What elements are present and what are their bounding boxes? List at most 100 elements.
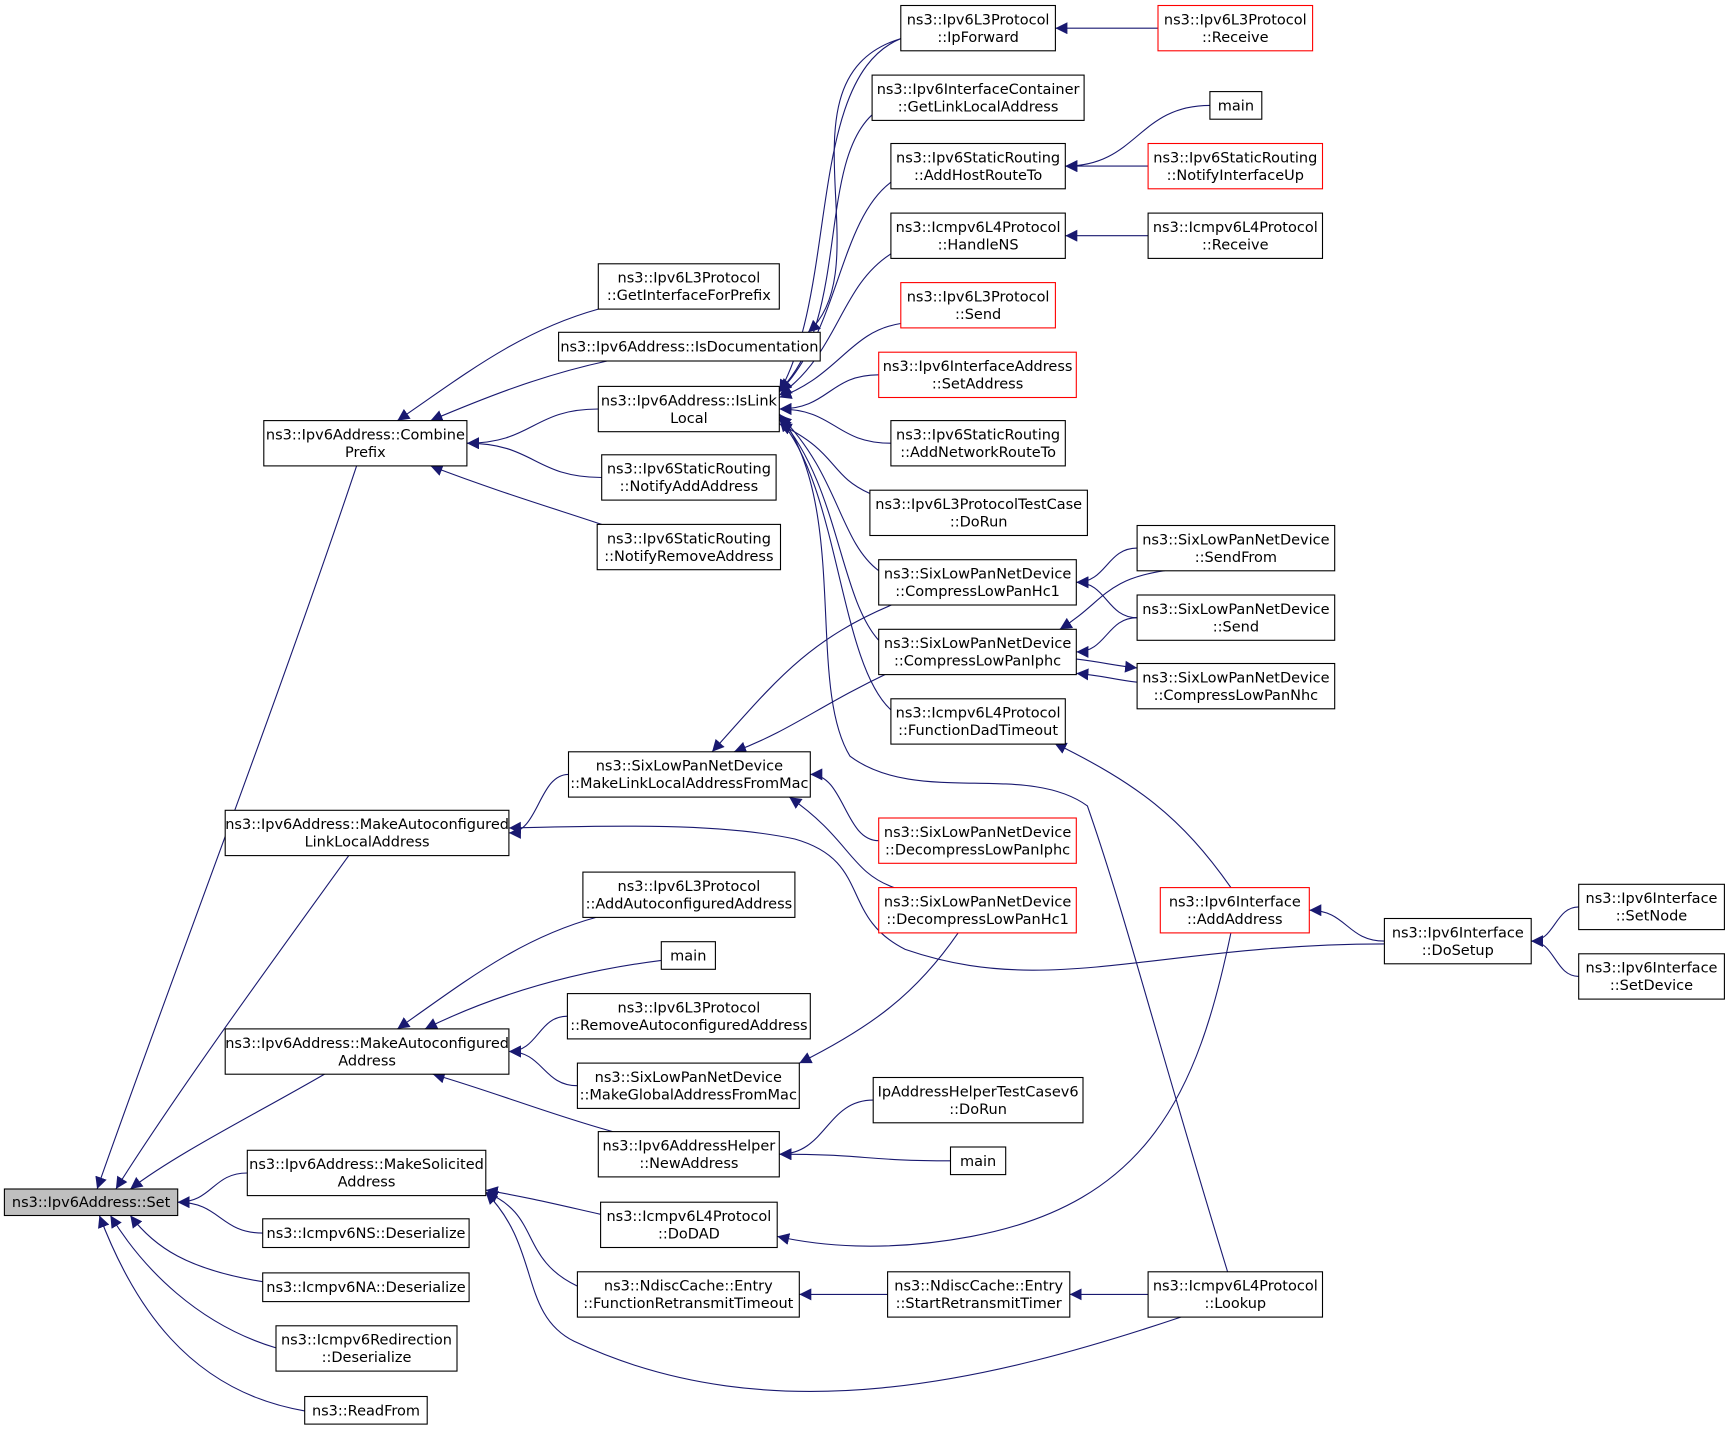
node-mkllauto[interactable]: ns3::Ipv6Address::MakeAutoconfiguredLink… <box>224 809 510 857</box>
node-frt[interactable]: ns3::NdiscCache::Entry::FunctionRetransm… <box>576 1271 800 1318</box>
node-box <box>871 74 1085 121</box>
edge-line <box>777 932 1232 1247</box>
node-ifaddaddr[interactable]: ns3::Ipv6Interface::AddAddress <box>1159 887 1310 934</box>
node-fdad[interactable]: ns3::Icmpv6L4Protocol::FunctionDadTimeou… <box>890 698 1066 745</box>
edge-notifyadd-to-combine <box>466 437 602 479</box>
edge-line <box>711 603 895 753</box>
edge-deciphc-to-mkllmac <box>810 768 879 842</box>
node-dodad[interactable]: ns3::Icmpv6L4Protocol::DoDAD <box>600 1201 778 1249</box>
node-l3send[interactable]: ns3::Ipv6L3Protocol::Send <box>900 282 1056 329</box>
node-mkglob[interactable]: ns3::SixLowPanNetDevice::MakeGlobalAddre… <box>576 1062 800 1109</box>
node-sendfrom[interactable]: ns3::SixLowPanNetDevice::SendFrom <box>1136 524 1336 572</box>
node-mkllmac[interactable]: ns3::SixLowPanNetDevice::MakeLinkLocalAd… <box>567 751 811 798</box>
node-box <box>1136 524 1336 572</box>
node-box <box>878 351 1077 399</box>
node-dechc1[interactable]: ns3::SixLowPanNetDevice::DecompressLowPa… <box>878 887 1077 934</box>
edge-fdad-to-isll <box>778 419 892 711</box>
node-addhost[interactable]: ns3::Ipv6StaticRouting::AddHostRouteTo <box>890 142 1066 190</box>
node-redir[interactable]: ns3::Icmpv6Redirection::Deserialize <box>275 1325 458 1372</box>
edge-dechc1-to-mkllmac <box>788 796 895 889</box>
node-nsdes[interactable]: ns3::Icmpv6NS::Deserialize <box>262 1218 470 1249</box>
node-isdoc[interactable]: ns3::Ipv6Address::IsDocumentation <box>558 331 821 362</box>
node-label: ::Lookup <box>1204 1296 1266 1312</box>
edge-main3-to-newaddr <box>779 1148 951 1162</box>
node-setnode[interactable]: ns3::Ipv6Interface::SetNode <box>1578 883 1725 931</box>
node-handlens[interactable]: ns3::Icmpv6L4Protocol::HandleNS <box>890 212 1066 259</box>
edge-line <box>430 464 602 525</box>
node-nhc[interactable]: ns3::SixLowPanNetDevice::CompressLowPanN… <box>1136 662 1336 710</box>
node-hc1[interactable]: ns3::SixLowPanNetDevice::CompressLowPanH… <box>878 559 1077 606</box>
node-setdev[interactable]: ns3::Ipv6Interface::SetDevice <box>1578 953 1725 1000</box>
edge-redir-to-set <box>109 1215 277 1349</box>
node-set[interactable]: ns3::Ipv6Address::Set <box>3 1188 179 1217</box>
edge-lookup-to-mksol <box>485 1191 1182 1392</box>
node-main3[interactable]: main <box>949 1146 1007 1176</box>
node-addnet[interactable]: ns3::Ipv6StaticRouting::AddNetworkRouteT… <box>890 420 1066 467</box>
edge-line <box>778 419 892 711</box>
node-label: ::IpForward <box>937 30 1019 46</box>
node-label: ns3::Ipv6Interface <box>1392 925 1524 941</box>
node-getif[interactable]: ns3::Ipv6L3Protocol::GetInterfaceForPref… <box>597 263 780 310</box>
edge-line <box>1309 904 1385 942</box>
node-icmprecv[interactable]: ns3::Icmpv6L4Protocol::Receive <box>1147 212 1324 259</box>
node-notifyadd[interactable]: ns3::Ipv6StaticRouting::NotifyAddAddress <box>601 454 777 501</box>
edge-isdoc-to-combine <box>430 360 608 422</box>
node-addauto[interactable]: ns3::Ipv6L3Protocol::AddAutoconfiguredAd… <box>582 871 796 918</box>
node-l3recv[interactable]: ns3::Ipv6L3Protocol::Receive <box>1157 4 1314 52</box>
edge-line <box>432 1071 613 1133</box>
node-readfrom[interactable]: ns3::ReadFrom <box>304 1395 428 1425</box>
node-label: ::MakeGlobalAddressFromMac <box>580 1088 797 1104</box>
node-label: ::Receive <box>1202 30 1269 46</box>
node-label: ns3::Icmpv6L4Protocol <box>896 706 1061 722</box>
node-label: ::DoSetup <box>1422 943 1494 959</box>
node-main1[interactable]: main <box>660 941 716 970</box>
edge-ipfwd-to-isdoc <box>807 38 901 333</box>
node-box <box>1159 887 1310 934</box>
node-main2[interactable]: main <box>1209 91 1263 120</box>
node-layer: ns3::Ipv6Address::Set ns3::Ipv6Address::C… <box>3 4 1725 1425</box>
node-box <box>900 4 1056 52</box>
node-dosetup[interactable]: ns3::Ipv6Interface::DoSetup <box>1383 917 1532 965</box>
edge-line <box>109 1215 277 1349</box>
node-getll[interactable]: ns3::Ipv6InterfaceContainer::GetLinkLoca… <box>871 74 1085 121</box>
node-label: ns3::Ipv6Address::IsDocumentation <box>560 340 818 356</box>
node-remauto[interactable]: ns3::Ipv6L3Protocol::RemoveAutoconfigure… <box>566 993 811 1040</box>
node-nades[interactable]: ns3::Icmpv6NA::Deserialize <box>262 1272 470 1303</box>
edge-line <box>424 959 662 1030</box>
node-box <box>597 263 780 310</box>
node-deciphc[interactable]: ns3::SixLowPanNetDevice::DecompressLowPa… <box>878 817 1077 864</box>
node-box <box>949 1146 1007 1176</box>
node-mkauto[interactable]: ns3::Ipv6Address::MakeAutoconfiguredAddr… <box>224 1028 510 1075</box>
node-box <box>576 1062 800 1109</box>
node-ipfwd[interactable]: ns3::Ipv6L3Protocol::IpForward <box>900 4 1056 52</box>
node-notifyrem[interactable]: ns3::Ipv6StaticRouting::NotifyRemoveAddr… <box>596 523 782 571</box>
edge-line <box>779 374 879 415</box>
node-setaddr[interactable]: ns3::Ipv6InterfaceAddress::SetAddress <box>878 351 1077 399</box>
node-box <box>596 523 782 571</box>
edge-hc1-to-mkllmac <box>711 603 895 753</box>
node-l3test[interactable]: ns3::Ipv6L3ProtocolTestCase::DoRun <box>869 489 1088 537</box>
edge-l3send-to-isll <box>779 322 901 399</box>
node-newaddr[interactable]: ns3::Ipv6AddressHelper::NewAddress <box>597 1131 780 1178</box>
node-send[interactable]: ns3::SixLowPanNetDevice::Send <box>1136 594 1336 641</box>
edge-mkllmac-to-mkllauto <box>508 773 569 839</box>
node-label: ::DoRun <box>949 1102 1007 1118</box>
node-label: ns3::Ipv6StaticRouting <box>1153 150 1317 166</box>
node-notifyup[interactable]: ns3::Ipv6StaticRouting::NotifyInterfaceU… <box>1147 142 1324 190</box>
node-startrt[interactable]: ns3::NdiscCache::Entry::StartRetransmitT… <box>887 1271 1071 1318</box>
node-label: ns3::NdiscCache::Entry <box>894 1279 1063 1295</box>
node-iphc[interactable]: ns3::SixLowPanNetDevice::CompressLowPanI… <box>878 628 1077 676</box>
node-box <box>1147 212 1324 259</box>
edge-mkauto-to-set <box>129 1073 325 1190</box>
node-label: ::DecompressLowPanIphc <box>885 842 1070 858</box>
node-iphelper[interactable]: IpAddressHelperTestCasev6::DoRun <box>872 1076 1084 1124</box>
edge-line <box>1531 935 1579 977</box>
node-label: ns3::SixLowPanNetDevice <box>596 759 783 775</box>
node-box <box>890 212 1066 259</box>
edge-main2-to-addhost <box>1065 104 1210 173</box>
node-lookup[interactable]: ns3::Icmpv6L4Protocol::Lookup <box>1147 1271 1324 1318</box>
